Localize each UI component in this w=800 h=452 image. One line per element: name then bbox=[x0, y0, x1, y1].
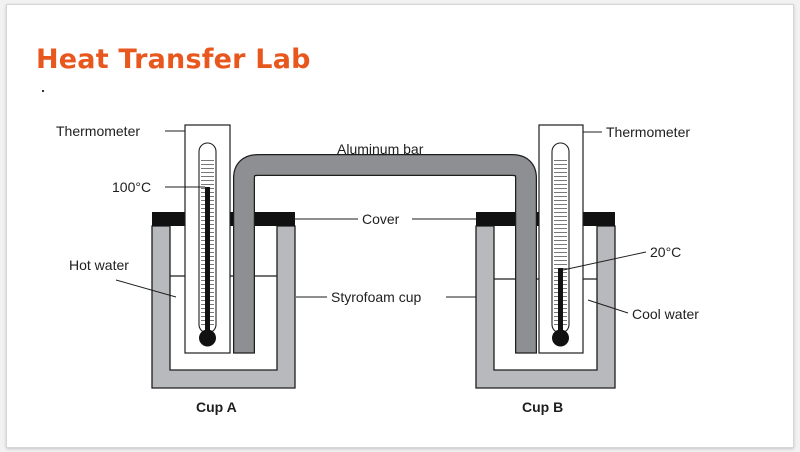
thermometer-right bbox=[538, 124, 584, 354]
thermometer-right-bulb bbox=[552, 329, 569, 347]
leader-lines bbox=[115, 130, 647, 314]
label-cover: Cover bbox=[362, 211, 400, 227]
cursor-dot bbox=[42, 90, 44, 92]
thermometer-right-mercury bbox=[558, 268, 563, 338]
label-cup-a: Cup A bbox=[196, 399, 237, 415]
label-cup-b: Cup B bbox=[522, 399, 563, 415]
slide bbox=[6, 4, 794, 448]
aluminum-bar bbox=[234, 155, 536, 353]
leader-cool-water bbox=[587, 299, 629, 314]
label-hot-water: Hot water bbox=[69, 257, 129, 273]
label-aluminum-bar: Aluminum bar bbox=[337, 141, 424, 157]
thermometer-left bbox=[184, 124, 231, 354]
leader-hot-water bbox=[115, 279, 177, 298]
label-cool-water: Cool water bbox=[632, 306, 699, 322]
thermometer-right-scale bbox=[554, 157, 567, 327]
thermometer-left-bulb bbox=[199, 329, 216, 347]
leader-temp-cool bbox=[562, 251, 647, 271]
label-styrofoam-cup: Styrofoam cup bbox=[331, 289, 421, 305]
thermometer-left-mercury bbox=[205, 187, 210, 337]
label-temp-hot: 100°C bbox=[112, 179, 151, 195]
page-title: Heat Transfer Lab bbox=[36, 44, 311, 75]
label-temp-cool: 20°C bbox=[650, 244, 681, 260]
label-thermometer-left: Thermometer bbox=[56, 123, 140, 139]
label-thermometer-right: Thermometer bbox=[606, 124, 690, 140]
